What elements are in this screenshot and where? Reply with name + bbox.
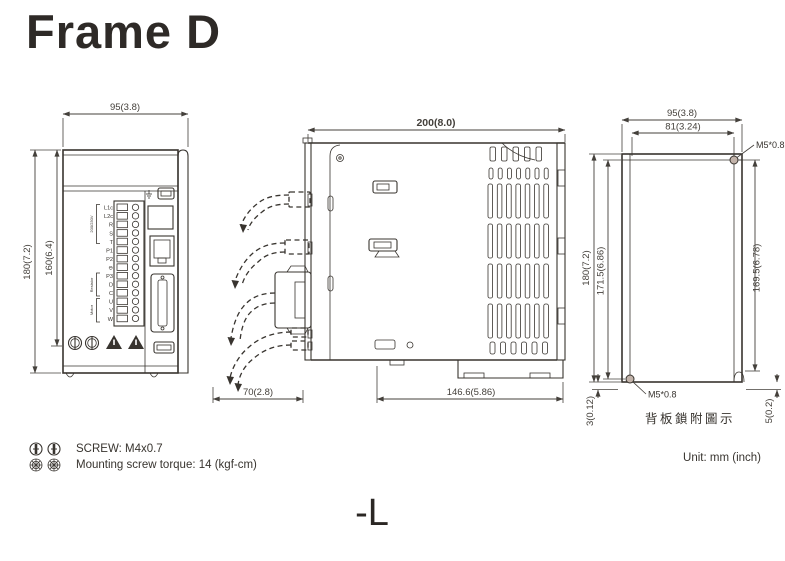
rear-dimensions: 95(3.8) 81(3.24) 180(7.2) 171.5(6.86) 16…	[581, 108, 781, 426]
terminal-label: C	[109, 291, 113, 297]
vent-slots	[487, 146, 549, 355]
cn1-connector	[150, 273, 175, 333]
keyhole-notch	[733, 371, 745, 383]
terminal-label: T	[110, 240, 114, 246]
terminal-block	[113, 200, 145, 327]
cable-arrow	[227, 337, 235, 346]
front-width-dim: 95(3.8)	[110, 102, 140, 113]
terminal-label: U	[109, 300, 113, 306]
screw-spec-row: SCREW: M4x0.7	[28, 441, 257, 457]
terminal-label: P2	[106, 257, 113, 263]
terminal-label: V	[109, 308, 113, 314]
screw-legend: SCREW: M4x0.7 Mounting screw torque: 14 …	[28, 441, 257, 473]
cable	[231, 239, 310, 289]
base-depth-dim: 146.6(5.86)	[447, 387, 496, 398]
bottom-connector	[153, 341, 175, 354]
mounting-hole-top: M5*0.8	[729, 140, 785, 165]
cable	[239, 191, 311, 233]
rear-height-outer-dim: 180(7.2)	[581, 250, 592, 285]
terminal-label: P3	[106, 274, 113, 280]
slotted-screw-icons	[29, 442, 61, 456]
terminal-group-label: 200/230V	[89, 215, 94, 232]
terminal-label: L2c	[104, 214, 113, 220]
rear-view-drawing: 95(3.8) 81(3.24) 180(7.2) 171.5(6.86) 16…	[581, 108, 785, 426]
terminal-group-label: Resistor	[89, 277, 94, 292]
front-dimensions: 95(3.8) 180(7.2) 160(6.4)	[22, 102, 189, 374]
rear-height-right-dim: 169.5(6.78)	[752, 244, 763, 293]
warning-triangle-icon	[106, 335, 122, 349]
warning-triangle-icon	[128, 335, 144, 349]
cable-arrow	[239, 224, 247, 233]
terminal-label: W	[108, 317, 114, 323]
thread-top-label: M5*0.8	[756, 140, 785, 150]
unit-note: Unit: mm (inch)	[683, 452, 761, 464]
terminal-label: D	[109, 283, 113, 289]
terminal-group-label: Motor	[89, 304, 94, 315]
side-view-drawing: 200(8.0) 70(2.8) 146.6(5.86)	[212, 117, 566, 403]
side-depth-dim: 200(8.0)	[416, 117, 455, 129]
front-body-outline	[62, 149, 189, 378]
front-height-inner-dim: 160(6.4)	[44, 240, 55, 275]
front-ports	[146, 187, 175, 354]
usb-port	[157, 187, 175, 200]
side-body-outline	[302, 137, 566, 379]
rear-width-outer-dim: 95(3.8)	[667, 108, 697, 119]
rear-height-left-dim: 171.5(6.86)	[596, 247, 607, 296]
ground-icon	[146, 190, 152, 199]
side-face-details	[327, 154, 414, 350]
mounting-hole-bottom: M5*0.8	[625, 374, 677, 400]
cable-clearance-dim: 70(2.8)	[243, 387, 273, 398]
torque-spec-row: Mounting screw torque: 14 (kgf-cm)	[28, 457, 257, 473]
front-bottom-items	[67, 335, 144, 351]
slotted-screw-icon	[84, 335, 100, 351]
terminal-label: L1c	[104, 206, 113, 212]
terminal-label: P1	[106, 248, 113, 254]
rear-plate-outline	[621, 153, 745, 383]
terminal-label: S	[109, 231, 113, 237]
cover-panel	[147, 205, 174, 230]
screw-spec-text: SCREW: M4x0.7	[76, 443, 163, 455]
cable	[227, 292, 276, 346]
model-suffix-label: -L	[355, 492, 389, 534]
rear-offset-bottom-left-dim: 3(0.12)	[585, 396, 596, 426]
slotted-screw-icon	[67, 335, 83, 351]
front-height-outer-dim: 180(7.2)	[22, 244, 33, 279]
terminal-label: ⊖	[108, 266, 113, 272]
page-title: Frame D	[26, 5, 222, 58]
rear-caption: 背板鎖附圖示	[645, 411, 735, 426]
cable-arrow	[234, 383, 242, 392]
thread-bottom-label: M5*0.8	[648, 390, 677, 400]
knurled-screw-icons	[29, 458, 61, 472]
cable-arrow	[226, 376, 234, 385]
rear-offset-bottom-right-dim: 5(0.2)	[764, 399, 775, 424]
rj45-port	[149, 235, 175, 267]
torque-spec-text: Mounting screw torque: 14 (kgf-cm)	[76, 459, 257, 471]
cable	[226, 327, 309, 392]
rear-width-holes-dim: 81(3.24)	[665, 122, 700, 133]
front-view-drawing: 95(3.8) 180(7.2) 160(6.4)	[22, 102, 189, 378]
cable-bundle	[226, 191, 313, 392]
cn1-plug-hood	[274, 265, 312, 335]
cable-arrow	[231, 280, 239, 289]
terminal-labels: L1c L2c R S T P1 P2 ⊖ P3 D C U V W 200/2…	[89, 204, 114, 323]
terminal-label: R	[109, 223, 113, 229]
